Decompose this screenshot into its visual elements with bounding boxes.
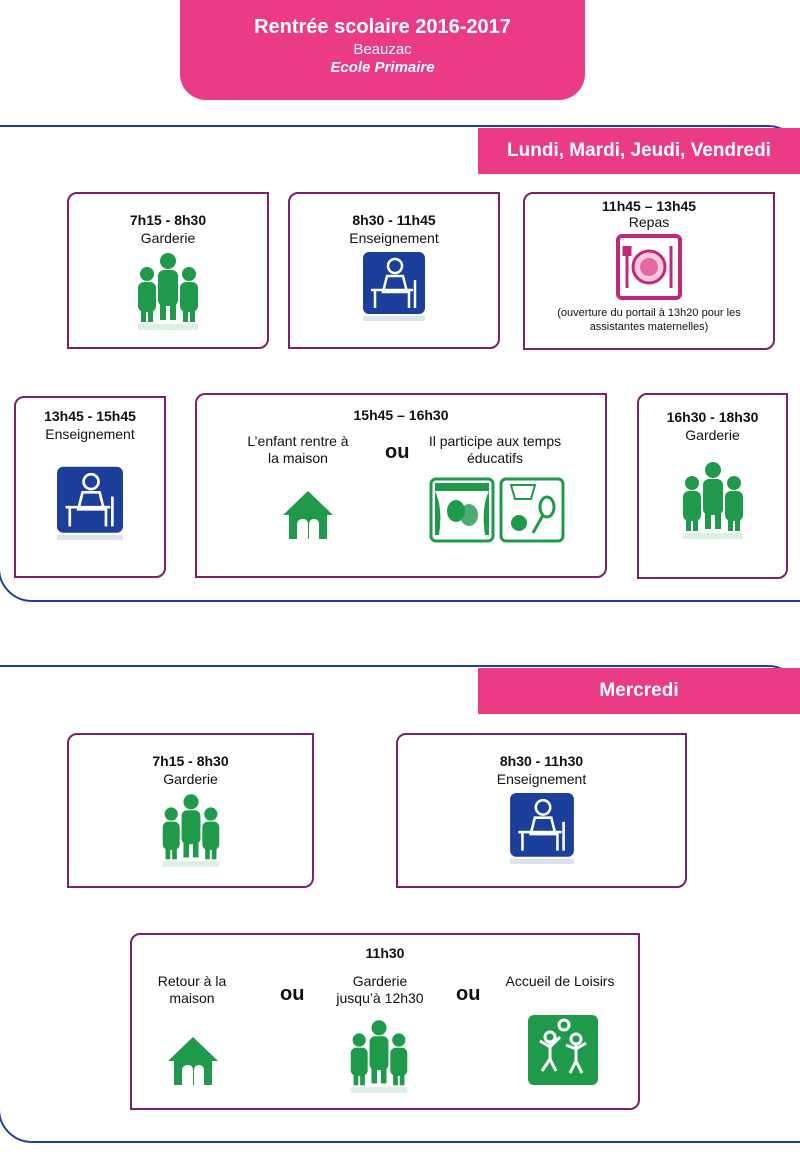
wed-garderie: 7h15 - 8h30 Garderie [67, 733, 314, 888]
option-garderie: Garderie jusqu’à 12h30 [336, 973, 424, 1006]
children-icon [682, 462, 743, 539]
label: Enseignement [45, 426, 135, 442]
children-icon [162, 794, 219, 867]
time: 7h15 - 8h30 [129, 212, 207, 228]
teacher-desk-icon [57, 466, 123, 541]
week-garderie-morning: 7h15 - 8h30 Garderie [67, 192, 269, 349]
town: Beauzac [353, 41, 412, 58]
label: Enseignement [496, 771, 587, 787]
label: Garderie [685, 427, 740, 443]
week-section [0, 125, 800, 602]
week-garderie-evening: 16h30 - 18h30 Garderie [637, 393, 788, 579]
option-home: L’enfant rentre à la maison [247, 433, 349, 466]
week-enseignement-afternoon: 13h45 - 15h45 Enseignement [14, 396, 166, 578]
or-text-2: ou [456, 983, 481, 1005]
label: Garderie [140, 230, 196, 246]
meal-icon [616, 234, 682, 300]
school: Ecole Primaire [330, 59, 435, 76]
option-leisure: Accueil de Loisirs [505, 973, 615, 989]
house-icon [283, 491, 333, 539]
label: Enseignement [349, 230, 439, 246]
label: Repas [628, 214, 670, 230]
children-icon [138, 253, 198, 330]
or-text-1: ou [280, 983, 305, 1005]
wed-enseignement: 8h30 - 11h30 Enseignement [396, 733, 687, 888]
sports-icon [499, 477, 565, 543]
header-banner: Rentrée scolaire 2016-2017 Beauzac Ecole… [180, 0, 585, 100]
week-days-banner: Lundi, Mardi, Jeudi, Vendredi [478, 128, 800, 174]
teacher-desk-icon [363, 252, 425, 321]
time: 13h45 - 15h45 [44, 408, 136, 424]
wednesday-banner: Mercredi [478, 668, 800, 714]
time: 8h30 - 11h45 [352, 212, 436, 228]
option-home: Retour à la maison [157, 973, 227, 1006]
theatre-icon [429, 477, 495, 543]
children-icon [350, 1020, 408, 1093]
time: 16h30 - 18h30 [666, 409, 759, 425]
time: 8h30 - 11h30 [499, 753, 584, 769]
week-after-school: 15h45 – 16h30 L’enfant rentre à la maiso… [195, 393, 607, 578]
time: 7h15 - 8h30 [152, 753, 229, 769]
label: Garderie [163, 771, 218, 787]
wednesday-section [0, 665, 800, 1143]
week-enseignement-morning: 8h30 - 11h45 Enseignement [288, 192, 500, 349]
time: 11h30 [365, 945, 405, 961]
teacher-desk-icon [509, 793, 574, 864]
or-text: ou [385, 441, 410, 463]
house-icon [168, 1037, 218, 1085]
time: 15h45 – 16h30 [353, 407, 449, 423]
wed-midday-options: 11h30 Retour à la maison ou Garderie jus… [130, 933, 640, 1110]
week-repas: 11h45 – 13h45 Repas (ouverture du portai… [523, 192, 775, 350]
title: Rentrée scolaire 2016-2017 [254, 16, 511, 38]
leisure-icon [528, 1015, 598, 1085]
time: 11h45 – 13h45 [601, 198, 697, 214]
option-activities: Il participe aux temps éducatifs [428, 433, 562, 466]
note: (ouverture du portail à 13h20 pour les a… [557, 307, 741, 333]
